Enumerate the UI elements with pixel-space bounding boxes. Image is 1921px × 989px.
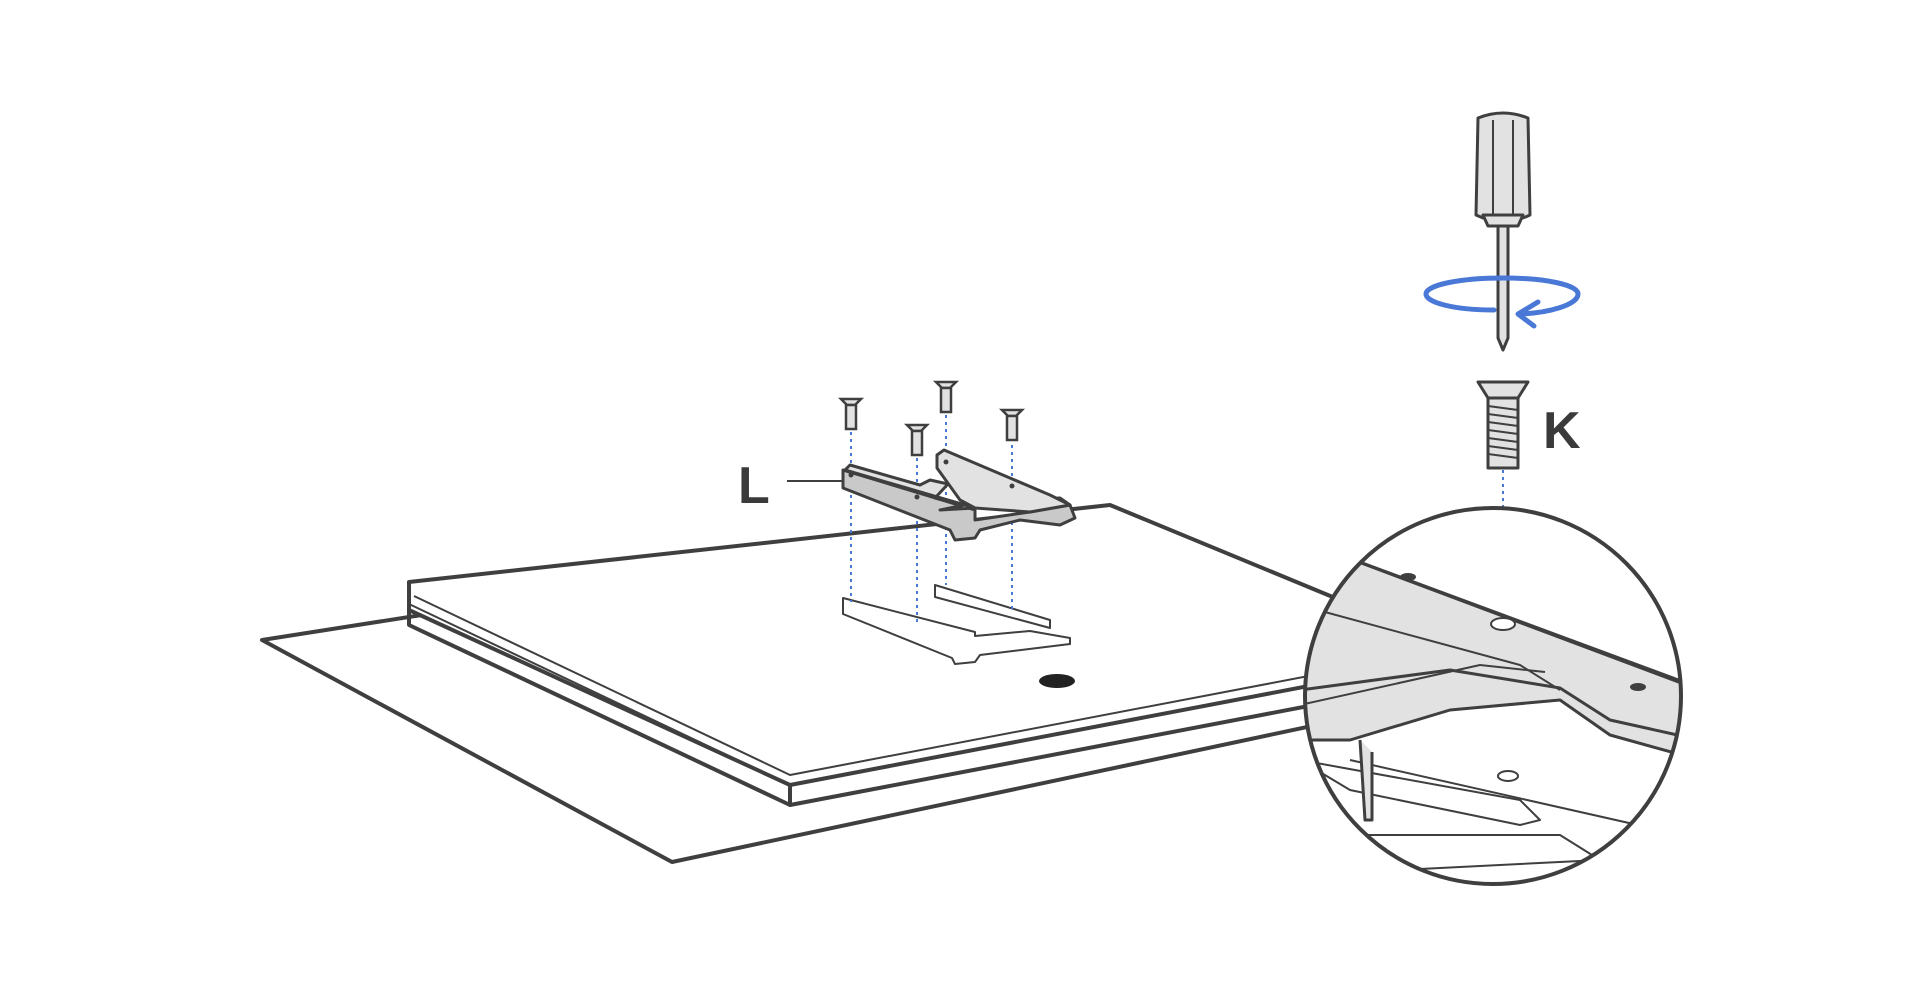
bracket-screw: [903, 423, 931, 457]
bracket-screw: [837, 397, 865, 431]
rotate-clockwise-icon: [1423, 275, 1581, 329]
zoom-detail: [1303, 506, 1683, 886]
bracket-screws: [837, 380, 1026, 457]
screw-label: K: [1543, 402, 1581, 460]
bracket-label: L: [738, 457, 770, 515]
board-hole: [1039, 674, 1075, 688]
bracket-target-outline: [842, 584, 1071, 665]
bracket-screw: [998, 408, 1026, 442]
bracket-part: [841, 448, 1077, 542]
bracket-screw: [932, 380, 960, 414]
screwdriver-icon: [1474, 111, 1532, 352]
screw-part: [1476, 380, 1530, 470]
